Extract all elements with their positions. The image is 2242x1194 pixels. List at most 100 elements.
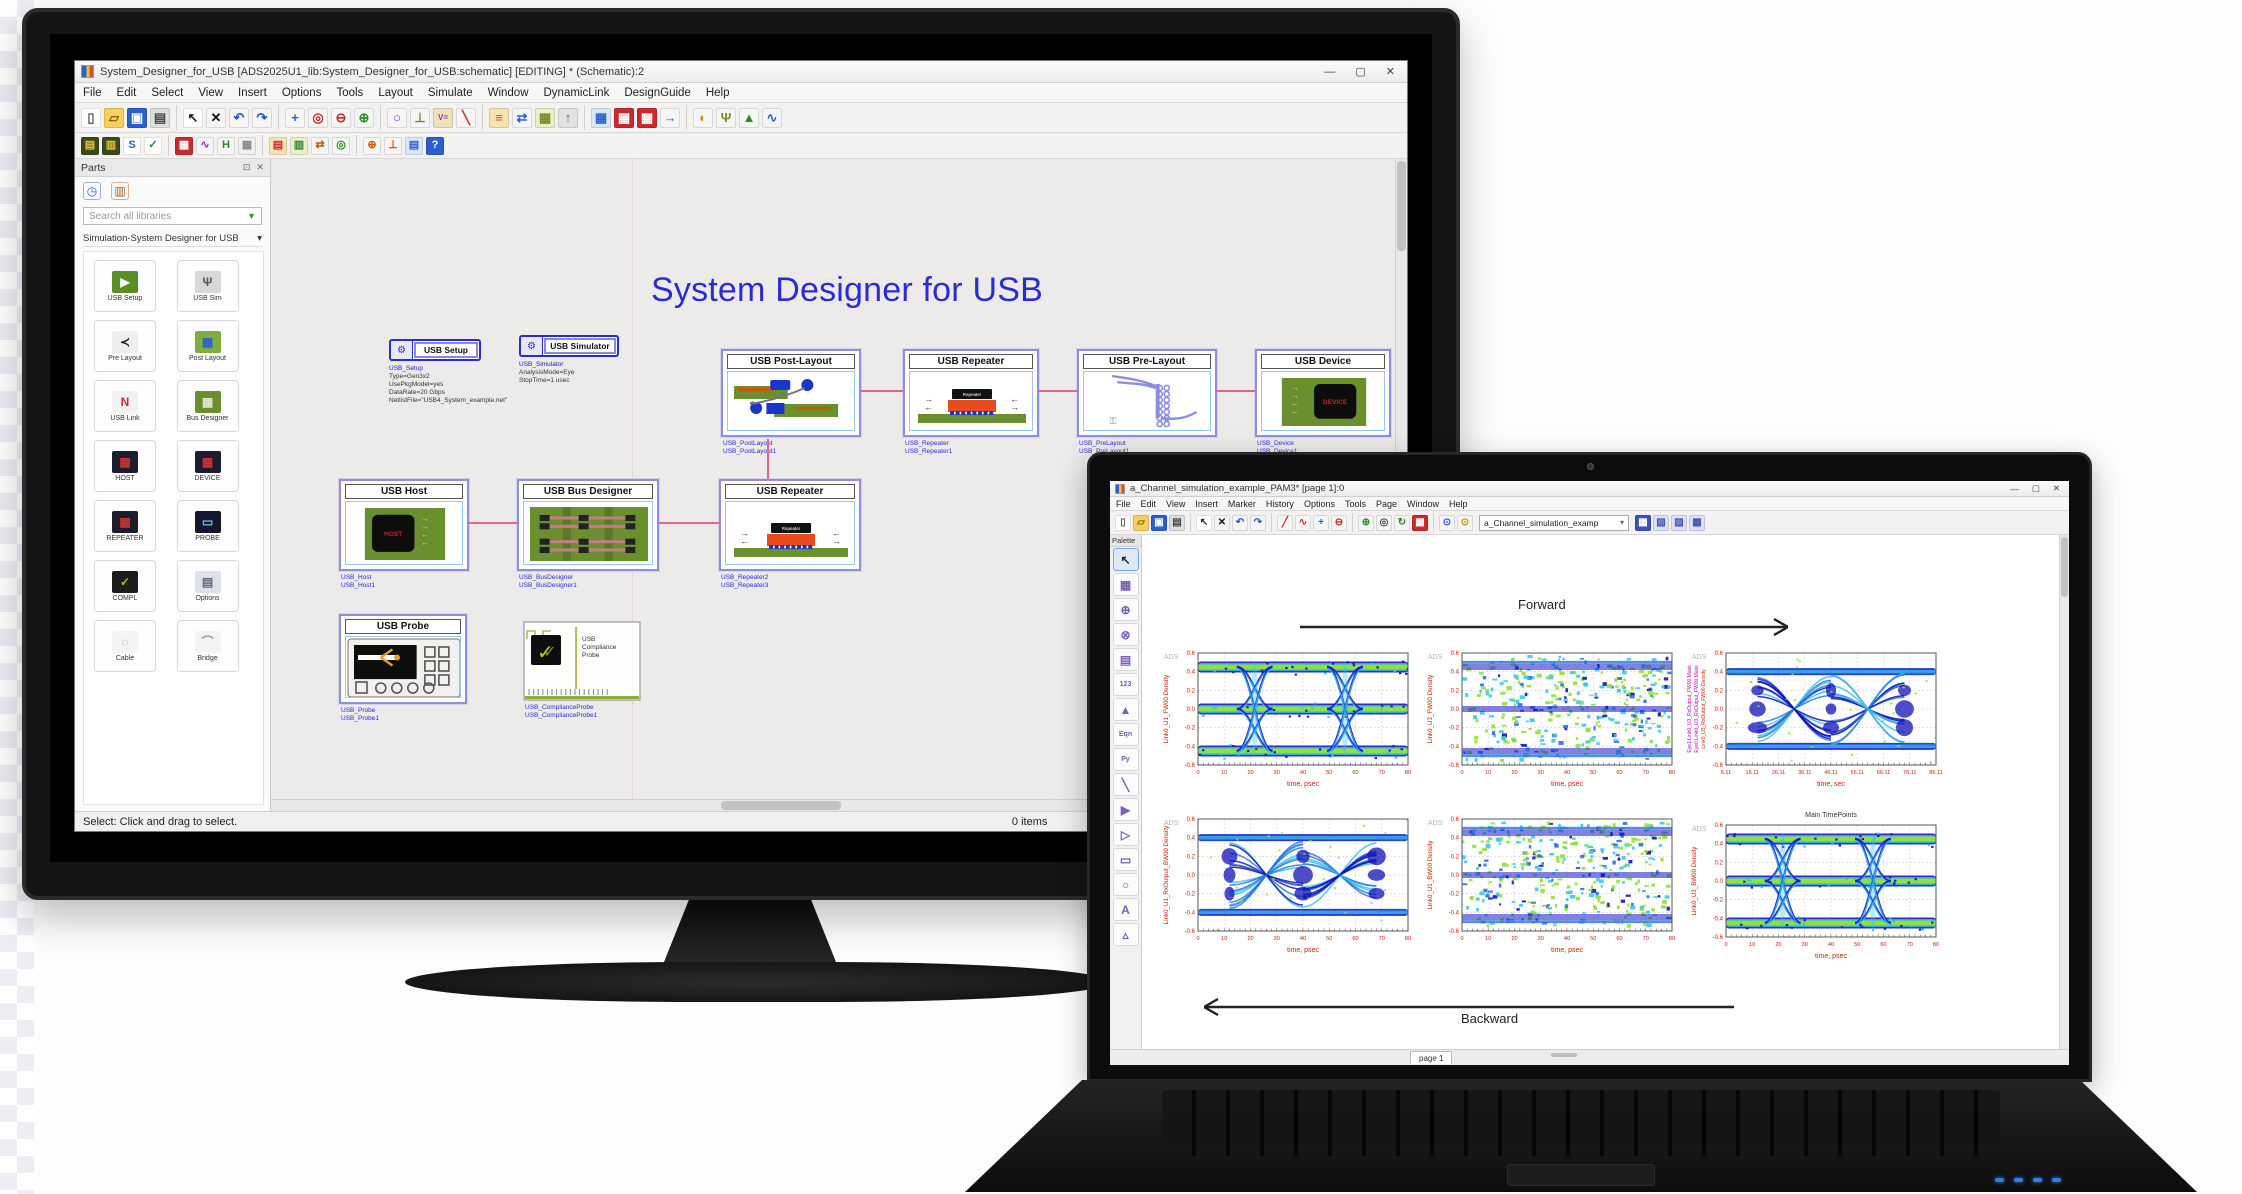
rect-plot-tool[interactable]: ▦ [1112,573,1139,596]
ground-icon[interactable]: ⊥ [410,107,430,128]
check-design-icon[interactable]: ✓ [144,136,162,155]
page-tab[interactable]: page 1 [1410,1051,1453,1064]
ports-icon[interactable]: ⊥ [384,136,402,155]
stop-sim-icon[interactable]: ▦ [614,107,634,128]
help-icon[interactable]: ? [426,136,444,155]
parts-dock-icon[interactable]: ⊡ [242,162,251,172]
layout-view-icon[interactable]: ▤ [81,136,99,155]
parts-search-input[interactable]: Search all libraries ▼ [83,207,262,225]
via-icon[interactable]: ◎ [332,136,350,155]
undo-icon[interactable]: ↶ [1232,514,1248,531]
menu-options[interactable]: Options [1303,498,1335,509]
menu-edit[interactable]: Edit [116,86,137,99]
part-item-bridge[interactable]: ⌒Bridge [176,620,239,672]
menu-window[interactable]: Window [487,86,529,99]
arrow-outline-tool[interactable]: ▷ [1112,823,1139,846]
part-item-setup[interactable]: ▶USB Setup [94,260,156,312]
menu-designguide[interactable]: DesignGuide [624,86,691,99]
part-item-postlayout[interactable]: ▦Post Layout [176,320,239,372]
menu-help[interactable]: Help [1449,498,1468,509]
delete-icon[interactable]: ✕ [206,107,226,128]
menu-help[interactable]: Help [705,86,730,99]
dataset-combo[interactable]: a_Channel_simulation_examp▾ [1479,514,1629,531]
hierarchy-icon[interactable]: H [217,136,235,155]
menu-edit[interactable]: Edit [1140,498,1157,509]
plot-trace-icon[interactable]: ∿ [762,107,782,128]
minimize-button[interactable]: — [1324,65,1336,78]
menu-dynamiclink[interactable]: DynamicLink [543,86,610,99]
highlight-net-icon[interactable]: ▦ [175,136,193,155]
text-tool[interactable]: A [1112,898,1139,921]
close-button[interactable]: ✕ [2052,483,2060,493]
marker-pen-icon[interactable]: ╱ [1277,514,1293,531]
var-icon[interactable]: V= [433,107,453,128]
tune-icon[interactable]: ▦ [535,107,555,128]
equation-tool[interactable]: Eqn [1112,723,1139,746]
annotate-icon[interactable]: ◐ [693,107,713,128]
menu-insert[interactable]: Insert [1195,498,1218,509]
insert-pin-icon[interactable]: ○ [387,107,407,128]
trace-icon[interactable]: ∿ [1295,514,1311,531]
filter-funnel-icon[interactable]: ▼ [247,211,256,221]
menu-options[interactable]: Options [281,86,322,99]
pointer-tool-icon[interactable]: ↖ [183,107,203,128]
part-item-host[interactable]: ▦HOST [94,440,156,492]
stop-icon[interactable]: ▦ [1412,514,1428,531]
menu-layout[interactable]: Layout [378,86,413,99]
pan-icon[interactable]: + [285,107,305,128]
menu-select[interactable]: Select [151,86,184,99]
new-file-icon[interactable]: ▯ [81,107,101,128]
stacked-plot-tool[interactable]: ▤ [1112,648,1139,671]
undo-icon[interactable]: ↶ [229,107,249,128]
part-b-icon[interactable]: ▥ [290,136,308,155]
zoom-out-icon[interactable]: ⊖ [1331,514,1347,531]
delete-icon[interactable]: ✕ [1214,514,1230,531]
image-tool[interactable]: ▵ [1112,923,1139,946]
schematic-block-probe[interactable]: USB Probe [339,614,467,704]
pan-icon[interactable]: + [1313,514,1329,531]
part-item-cable[interactable]: ◌Cable [94,620,156,672]
match-icon[interactable]: ∿ [196,136,214,155]
stackup-icon[interactable]: ▤ [405,136,423,155]
menu-insert[interactable]: Insert [238,86,267,99]
part-a-icon[interactable]: ▤ [269,136,287,155]
zoom-in-icon[interactable]: ⊕ [354,107,374,128]
close-button[interactable]: ✕ [1385,66,1395,78]
part-item-options[interactable]: ▤Options [176,560,239,612]
new-file-icon[interactable]: ▯ [1115,514,1131,531]
zoom-in-icon[interactable]: ⊕ [1358,514,1374,531]
sim-settings-icon[interactable]: ▦ [591,107,611,128]
part-item-repeater[interactable]: ▦REPEATER [94,500,156,552]
probe-icon[interactable]: Ψ [716,107,736,128]
schematic-block-post_layout[interactable]: USB Post-Layout [721,349,861,437]
part-item-busdesigner[interactable]: ▦Bus Designer [176,380,239,432]
python-tool[interactable]: Py [1112,748,1139,771]
tile-plots-icon[interactable]: ▦ [1635,514,1651,531]
usb-setup-component[interactable]: ⚙USB Setup [389,339,481,361]
maximize-button[interactable]: ▢ [2031,483,2040,493]
part-item-probe[interactable]: ▭PROBE [176,500,239,552]
menu-history[interactable]: History [1265,498,1294,509]
pointer-tool[interactable]: ↖ [1112,548,1139,571]
maximize-button[interactable]: ▢ [1355,66,1366,78]
parts-library-selector[interactable]: Simulation-System Designer for USB ▾ [83,231,262,247]
save-icon[interactable]: ▣ [1151,514,1167,531]
part-item-device[interactable]: ▦DEVICE [176,440,239,492]
menu-file[interactable]: File [83,86,102,99]
dds-hscroll-thumb[interactable] [1551,1053,1578,1057]
history-fwd-icon[interactable]: ⊙ [1457,514,1473,531]
menu-simulate[interactable]: Simulate [427,86,473,99]
menu-window[interactable]: Window [1407,498,1440,509]
wire-label-icon[interactable]: ⇄ [512,107,532,128]
redo-icon[interactable]: ↷ [252,107,272,128]
redo-icon[interactable]: ↷ [1250,514,1266,531]
dds-titlebar[interactable]: a_Channel_simulation_example_PAM3* [page… [1110,481,2069,497]
line-tool[interactable]: ╲ [1112,773,1139,796]
pin-swap-icon[interactable]: ⊕ [363,136,381,155]
